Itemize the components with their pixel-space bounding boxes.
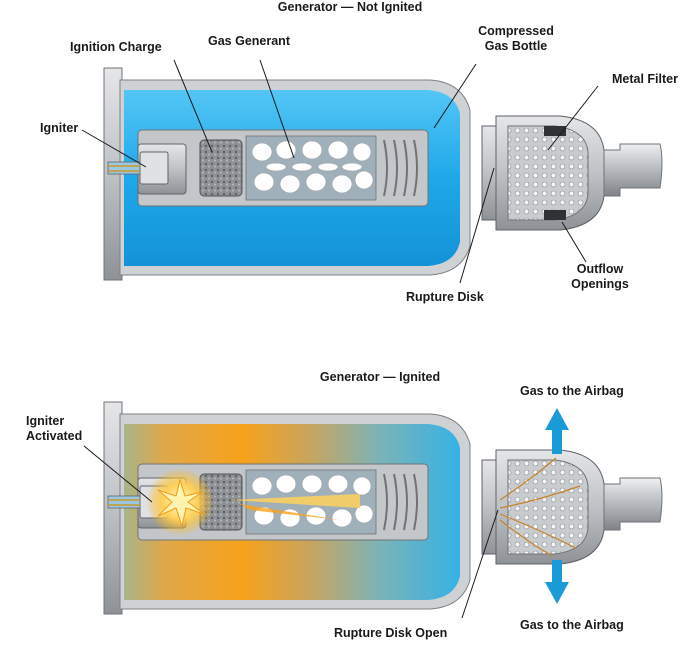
ignition-charge [199,139,243,197]
label-gas-to-airbag-top: Gas to the Airbag [520,384,624,398]
leader-lines-bottom [83,445,499,619]
label-rupture-disk: Rupture Disk [406,290,484,304]
igniter-pins [107,495,141,509]
outlet-nozzle [603,143,663,197]
generator-ignited [83,401,663,619]
label-metal-filter: Metal Filter [612,72,678,86]
spring [383,139,418,197]
gas-generant-tablets [245,135,377,201]
igniter-body [139,151,169,185]
metal-filter [507,125,589,221]
igniter-pins [107,161,141,175]
generator-not-ignited [81,59,663,284]
label-ignition-charge: Ignition Charge [70,40,162,54]
spring [383,473,418,531]
label-outflow-openings: Outflow Openings [571,262,629,291]
ignition-flash [146,468,360,536]
leader-lines-top [81,59,599,284]
metal-filter [507,459,589,555]
label-igniter-activated: Igniter Activated [26,414,83,443]
top-diagram-title: Generator — Not Ignited [277,0,423,14]
gas-flow-lines [499,457,581,557]
bottom-diagram-title: Generator — Ignited [319,370,441,384]
label-compressed-gas-bottle: Compressed Gas Bottle [478,24,554,53]
label-gas-to-airbag-bottom: Gas to the Airbag [520,618,624,632]
label-igniter: Igniter [40,121,79,135]
gas-arrow-up-icon [545,408,569,454]
label-rupture-disk-open: Rupture Disk Open [334,626,448,640]
outlet-nozzle [603,477,663,531]
gas-arrow-down-icon [545,560,569,604]
label-gas-generant: Gas Generant [208,34,290,48]
outflow-openings [544,210,566,220]
